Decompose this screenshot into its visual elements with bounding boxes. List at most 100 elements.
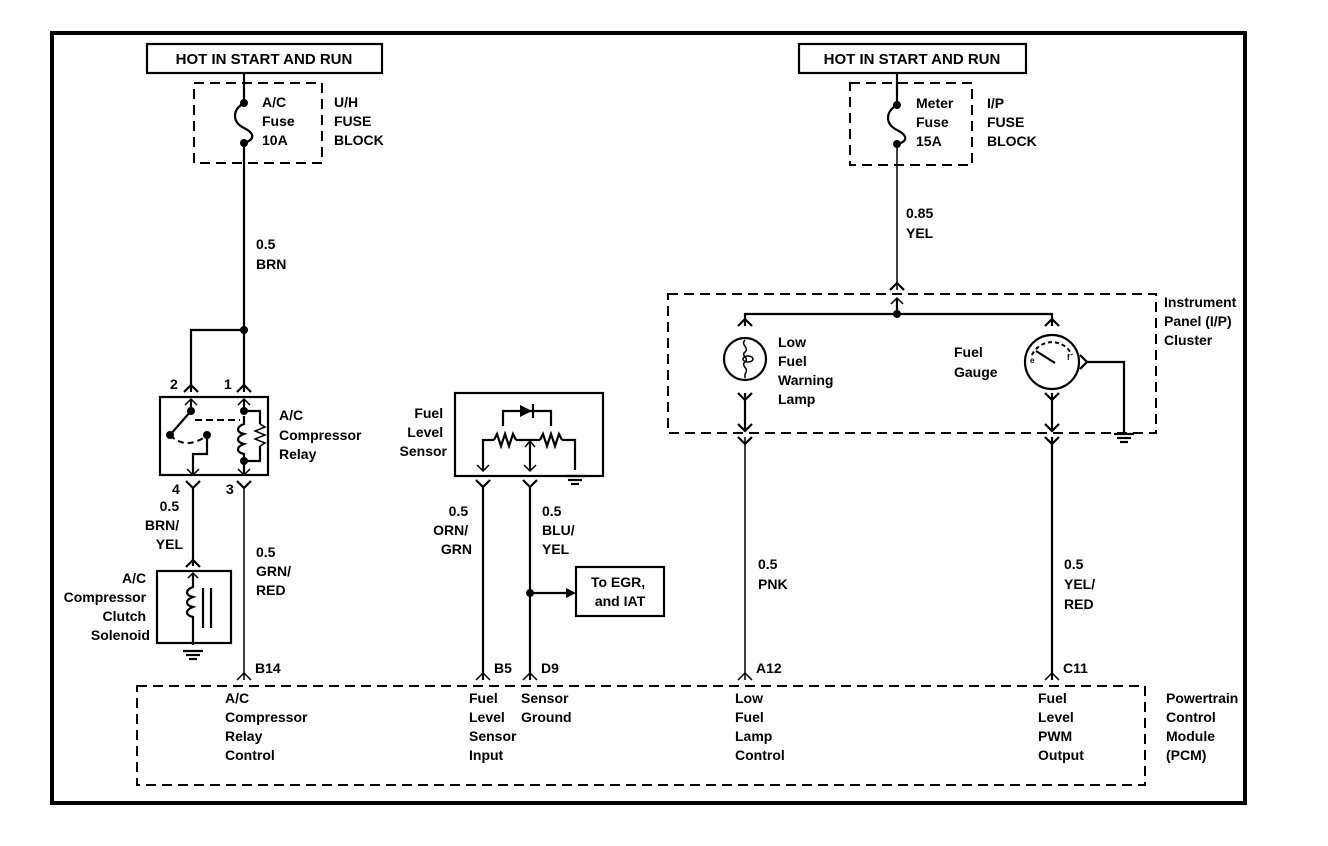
lamp-filament-icon [742, 339, 748, 378]
pcm-terminal-label: Sensor Ground [521, 690, 572, 725]
fuse-label: Meter Fuse 15A [916, 95, 957, 149]
connector-icon [737, 423, 753, 433]
relay-pin-label: 1 [224, 376, 232, 392]
wire-label-ac-feed: 0.5 BRN [256, 236, 286, 272]
solenoid-coil-icon [185, 573, 197, 645]
resistor-icon [252, 423, 268, 447]
to-egr-iat-box: To EGR, and IAT [574, 565, 666, 618]
fuse-block-ip: Meter Fuse 15A I/P FUSE BLOCK [849, 73, 1037, 166]
power-source-box [145, 42, 384, 75]
wire-label-pwm-output: 0.5 YEL/ RED [1064, 556, 1099, 612]
relay-label: A/C Compressor Relay [279, 407, 365, 462]
connector-icon [476, 464, 490, 473]
gauge-needle [1035, 350, 1056, 364]
fuse-block-outline [193, 82, 323, 164]
connector-icon [522, 479, 538, 489]
wire [244, 409, 262, 424]
ac-compressor-relay: 2 1 4 3 A/C Compressor Relay [158, 376, 365, 497]
gauge-label: Fuel Gauge [954, 344, 998, 380]
fuse-block-uh: A/C Fuse 10A U/H FUSE BLOCK [193, 73, 384, 164]
clutch-label: A/C Compressor Clutch Solenoid [64, 570, 150, 643]
ac-compressor-clutch-solenoid: A/C Compressor Clutch Solenoid [64, 558, 233, 661]
relay-pin-label: 4 [172, 481, 180, 497]
connector-icon [185, 480, 201, 490]
pcm-pin-label: D9 [541, 660, 559, 676]
fuse-icon [886, 104, 907, 146]
fuse-block-label: I/P FUSE BLOCK [987, 95, 1037, 149]
connector-icon [1044, 671, 1060, 681]
wire [191, 435, 209, 474]
power-source-box [797, 42, 1028, 75]
instrument-panel-cluster: Low Fuel Warning Lamp e f Fuel Gauge Ins… [667, 293, 1240, 444]
pcm-pin-label: A12 [756, 660, 782, 676]
wire [481, 438, 494, 470]
wire [1087, 360, 1126, 432]
power-source-label: HOT IN START AND RUN [176, 51, 353, 68]
resistor-icon [539, 430, 563, 450]
connector-icon [236, 480, 252, 490]
diode-icon [520, 405, 532, 417]
wire-label-sensor-ground: 0.5 BLU/ YEL [542, 503, 579, 557]
wire [562, 438, 577, 470]
pcm-pin-label: B5 [494, 660, 512, 676]
gauge-full-mark: f [1067, 353, 1070, 362]
connector-icon [889, 281, 905, 291]
connector-icon [237, 468, 251, 477]
fuse-label: A/C Fuse 10A [262, 94, 299, 148]
power-source-left: HOT IN START AND RUN [145, 42, 384, 75]
power-source-label: HOT IN START AND RUN [824, 51, 1001, 68]
gauge-scale [1031, 341, 1073, 356]
sensor-box [453, 391, 605, 478]
fuel-level-sensor: Fuel Level Sensor [400, 391, 605, 489]
pcm-pin-label: C11 [1063, 660, 1088, 676]
relay-coil-icon [236, 416, 248, 461]
fuel-gauge-icon [1023, 333, 1081, 391]
fuse-icon [233, 102, 254, 145]
connector-icon [185, 558, 201, 568]
lamp-filament-loop [742, 355, 754, 363]
connector-icon [475, 479, 491, 489]
connector-icon [475, 671, 491, 681]
lamp-label: Low Fuel Warning Lamp [778, 334, 837, 407]
relay-pin-label: 3 [226, 481, 234, 497]
connector-icon [522, 671, 538, 681]
wire [244, 446, 262, 463]
wire-label-lamp-control: 0.5 PNK [758, 556, 788, 592]
wire-label-sensor-signal: 0.5 ORN/ GRN [433, 503, 472, 557]
connector-icon [1079, 354, 1089, 370]
diagram-frame [50, 31, 1247, 805]
cluster-label: Instrument Panel (I/P) Cluster [1164, 294, 1240, 348]
pcm-pin-label: B14 [255, 660, 281, 676]
connector-icon [186, 468, 200, 477]
fuse-block-label: U/H FUSE BLOCK [334, 94, 384, 148]
wire-label-clutch-feed: 0.5 BRN/ YEL [145, 498, 184, 552]
power-source-right: HOT IN START AND RUN [797, 42, 1028, 75]
arrow-icon [566, 588, 576, 598]
relay-box [158, 395, 270, 477]
connector-icon [236, 671, 252, 681]
pcm-terminal-label: Fuel Level PWM Output [1038, 690, 1084, 763]
relay-switch-arm [169, 410, 192, 436]
gauge-empty-mark: e [1030, 356, 1035, 365]
warning-lamp-icon [722, 336, 768, 382]
connector-icon [1044, 423, 1060, 433]
wire-label-meter-feed: 0.85 YEL [906, 205, 937, 241]
pcm-label: Powertrain Control Module (PCM) [1166, 690, 1242, 763]
pcm-terminal-label: Fuel Level Sensor Input [469, 690, 520, 763]
cluster-outline [667, 293, 1157, 434]
egr-label: To EGR, and IAT [591, 574, 649, 609]
egr-box [574, 565, 666, 618]
pcm-terminal-label: A/C Compressor Relay Control [225, 690, 311, 763]
sensor-label: Fuel Level Sensor [400, 405, 448, 459]
connector-icon [737, 671, 753, 681]
wire [189, 328, 244, 392]
pcm-outline [136, 685, 1146, 786]
fuse-block-outline [849, 82, 973, 166]
resistor-icon [493, 430, 517, 450]
powertrain-control-module: B14 B5 D9 A12 C11 A/C Compressor Relay C… [136, 660, 1242, 786]
relay-switch-path [169, 434, 206, 444]
pcm-terminal-label: Low Fuel Lamp Control [735, 690, 785, 763]
relay-pin-label: 2 [170, 376, 178, 392]
connector-icon [183, 383, 199, 393]
connector-icon [737, 317, 753, 327]
